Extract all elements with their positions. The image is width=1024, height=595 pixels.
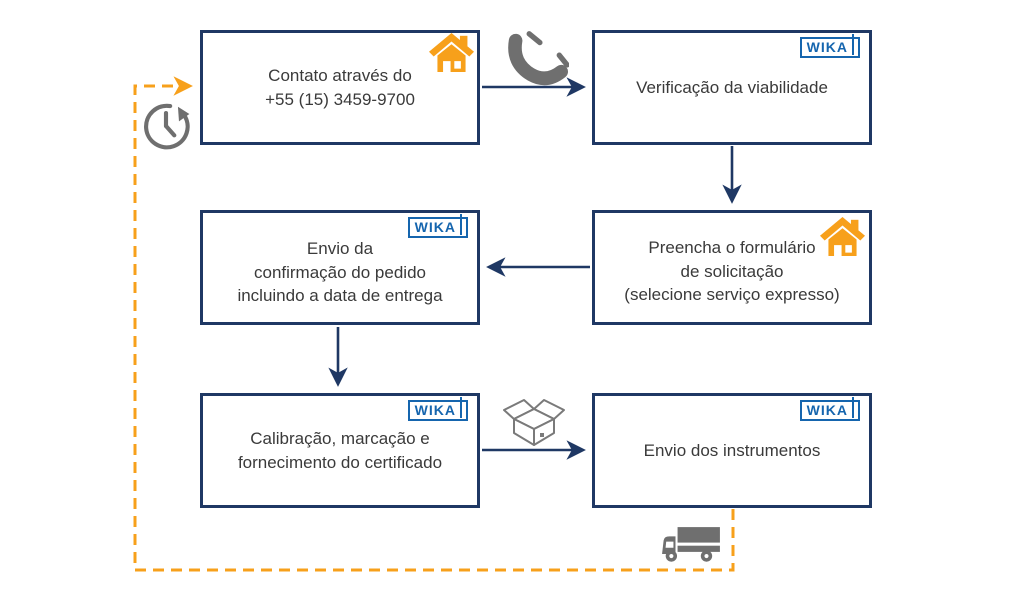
step-text-line: Calibração, marcação e — [250, 429, 430, 449]
step-text-line: Contato através do — [268, 66, 412, 86]
wika-logo: WIKA — [407, 214, 468, 239]
wika-logo-bar — [459, 214, 462, 236]
step-text-line: incluindo a data de entrega — [237, 286, 443, 306]
step-box-request-form: Preencha o formulário de solicitação (se… — [592, 210, 872, 325]
wika-logo-bar — [851, 34, 854, 56]
wika-logo-text: WIKA — [806, 39, 848, 55]
wika-logo-bar — [459, 397, 462, 419]
step-text-line: fornecimento do certificado — [237, 452, 443, 472]
step-text-line: Verificação da viabilidade — [636, 77, 828, 97]
step-text: Envio dos instrumentos — [644, 439, 821, 462]
step-box-feasibility: WIKA Verificação da viabilidade — [592, 30, 872, 145]
phone-number: +55 (15) 3459-9700 — [265, 89, 415, 109]
step-text-line: de solicitação — [680, 261, 784, 281]
wika-logo-text: WIKA — [414, 219, 456, 235]
step-box-contact: Contato através do +55 (15) 3459-9700 — [200, 30, 480, 145]
step-box-calibration: WIKA Calibração, marcação e fornecimento… — [200, 393, 480, 508]
step-text: Envio da confirmação do pedido incluindo… — [237, 237, 442, 307]
wika-logo-text: WIKA — [414, 402, 456, 418]
wika-logo: WIKA — [799, 34, 860, 59]
phone-icon — [503, 28, 570, 88]
step-text: Preencha o formulário de solicitação (se… — [624, 236, 839, 306]
wika-logo-bar — [851, 397, 854, 419]
wika-logo: WIKA — [407, 397, 468, 422]
clock-icon — [139, 99, 193, 153]
wika-logo-text: WIKA — [806, 402, 848, 418]
step-text: Verificação da viabilidade — [636, 76, 828, 99]
step-text-line: (selecione serviço expresso) — [624, 285, 840, 305]
step-text-line: Envio dos instrumentos — [643, 440, 821, 460]
step-text-line: Envio da — [306, 239, 374, 259]
truck-icon — [660, 524, 722, 564]
step-text: Calibração, marcação e fornecimento do c… — [238, 427, 442, 474]
step-box-order-confirmation: WIKA Envio da confirmação do pedido incl… — [200, 210, 480, 325]
step-text-line: confirmação do pedido — [253, 262, 426, 282]
step-box-instrument-shipping: WIKA Envio dos instrumentos — [592, 393, 872, 508]
wika-logo: WIKA — [799, 397, 860, 422]
step-text: Contato através do +55 (15) 3459-9700 — [265, 64, 415, 111]
step-text-line: Preencha o formulário — [648, 238, 816, 258]
home-icon — [820, 217, 865, 258]
package-icon — [502, 391, 566, 449]
home-icon — [429, 33, 474, 74]
